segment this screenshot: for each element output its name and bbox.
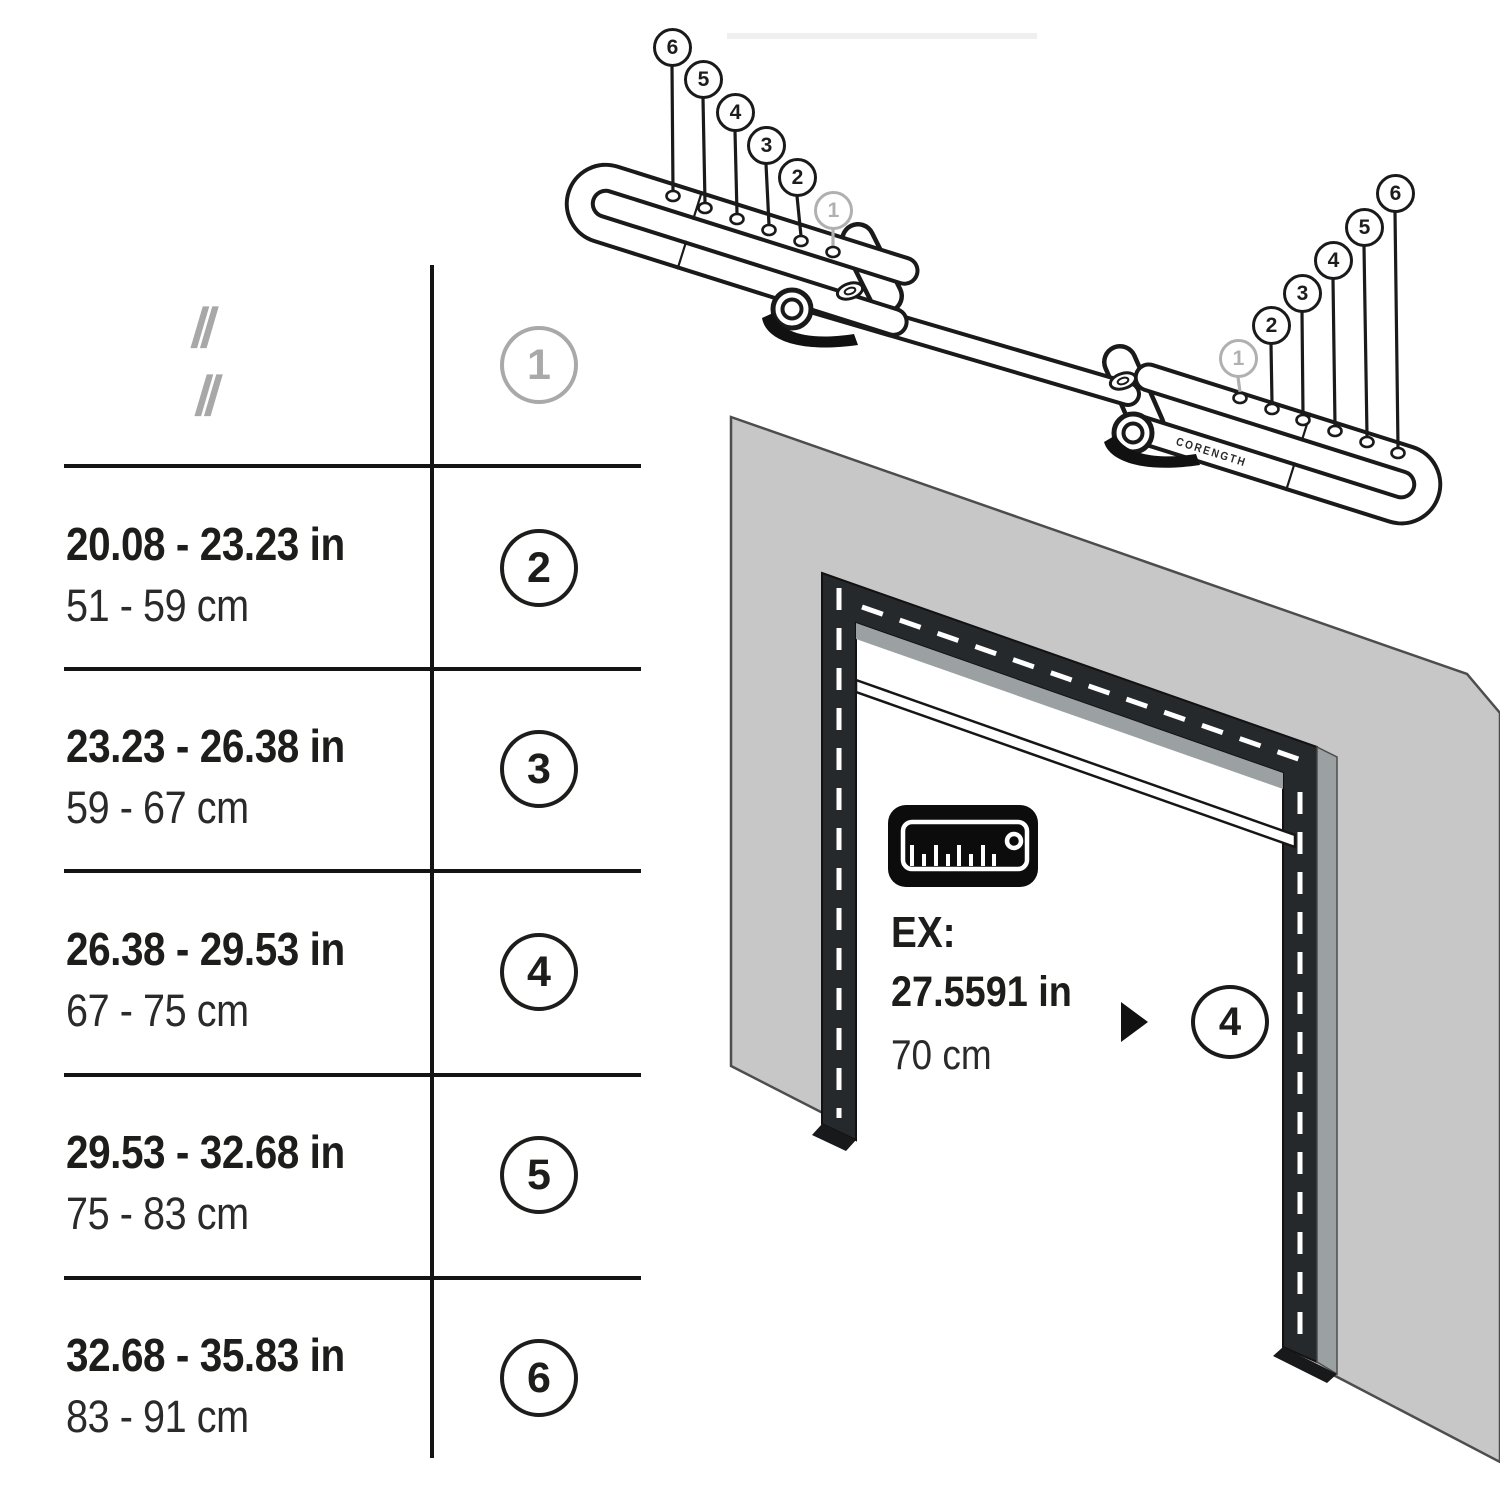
example-inches: 27.5591 in (891, 968, 1072, 1016)
callout-left-2: 2 (778, 158, 817, 197)
size-inches-row4: 26.38 - 29.53 in (66, 923, 345, 975)
ruler-icon (888, 805, 1038, 887)
right-jamb-foot (1273, 1347, 1337, 1383)
arrow-right-icon (1121, 1002, 1148, 1042)
grip-seam (676, 191, 703, 270)
left-jamb-foot (812, 1124, 856, 1151)
table-badge-6: 6 (500, 1339, 578, 1417)
table-row-line-1 (64, 464, 641, 468)
callout-right-2: 2 (1252, 306, 1291, 345)
example-cm: 70 cm (891, 1031, 992, 1078)
callout-right-3: 3 (1283, 274, 1322, 313)
example-label: EX: (891, 908, 956, 957)
table-row-line-3 (64, 869, 641, 873)
right-callout-line-1-gray (1236, 375, 1242, 394)
size-inches-row5: 29.53 - 32.68 in (66, 1126, 345, 1178)
right-clamp-lever (1104, 435, 1200, 468)
table-row-line-5 (64, 1276, 641, 1280)
right-junction-bolt (1108, 371, 1138, 391)
jamb-reveal (1316, 745, 1338, 1376)
pullup-bar-illustration (564, 64, 1443, 526)
faint-artifact-line (727, 33, 1037, 39)
table-row-line-4 (64, 1073, 641, 1077)
table-badge-5: 5 (500, 1136, 578, 1214)
callout-left-3: 3 (747, 126, 786, 165)
table-badge-1: 1 (500, 326, 578, 404)
size-cm-row2: 51 - 59 cm (66, 580, 249, 631)
adjustment-holes (665, 189, 1406, 460)
callout-right-5: 5 (1345, 208, 1384, 247)
callout-right-6: 6 (1376, 174, 1415, 213)
table-badge-3: 3 (500, 730, 578, 808)
installed-bar (854, 678, 1297, 849)
left-handle (564, 162, 920, 337)
door-wall-illustration (729, 415, 1500, 1500)
callout-left-4: 4 (716, 93, 755, 132)
table-badge-2: 2 (500, 529, 578, 607)
callout-left-6: 6 (653, 28, 692, 67)
callout-right-4: 4 (1314, 241, 1353, 280)
callout-left-1: 1 (814, 191, 853, 230)
size-cm-row3: 59 - 67 cm (66, 782, 249, 833)
size-cm-row4: 67 - 75 cm (66, 985, 249, 1036)
left-clamp (762, 287, 858, 348)
right-callout-lines (1269, 210, 1400, 449)
lintel-reveal (856, 623, 1283, 789)
example-position-badge: 4 (1191, 985, 1269, 1059)
left-callout-lines (670, 64, 803, 238)
size-cm-row5: 75 - 83 cm (66, 1188, 249, 1239)
size-cm-row6: 83 - 91 cm (66, 1391, 249, 1442)
right-clamp (1104, 411, 1200, 468)
callout-left-5: 5 (684, 60, 723, 99)
left-clamp-lever (762, 313, 858, 348)
size-inches-row3: 23.23 - 26.38 in (66, 720, 345, 772)
left-junction-bolt (835, 281, 865, 301)
table-row-line-2 (64, 667, 641, 671)
table-divider-line (430, 265, 434, 1458)
size-inches-row2: 20.08 - 23.23 in (66, 518, 345, 570)
callout-right-1: 1 (1219, 339, 1258, 378)
size-inches-row6: 32.68 - 35.83 in (66, 1329, 345, 1381)
table-badge-4: 4 (500, 933, 578, 1011)
